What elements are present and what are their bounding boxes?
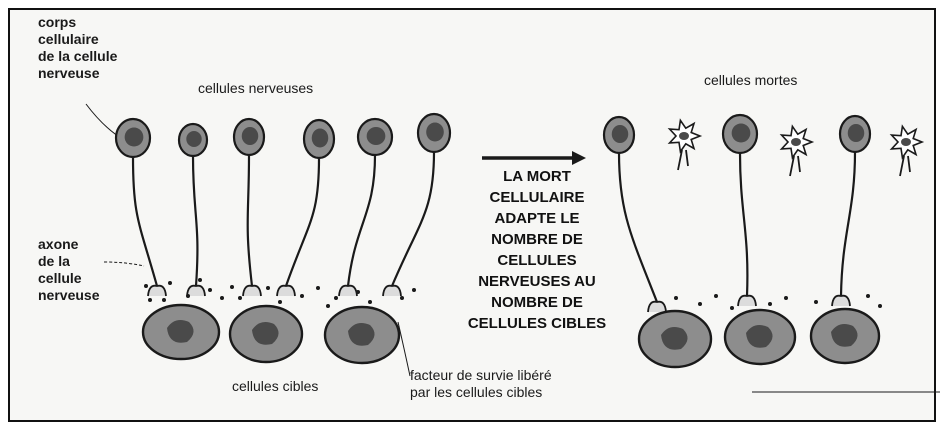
survival-factor-dot: [198, 278, 202, 282]
dead-cell-nucleus: [791, 138, 801, 146]
neuron-nucleus: [426, 123, 444, 142]
axon: [619, 153, 657, 302]
label-axone: axone de la cellule nerveuse: [38, 236, 99, 304]
survival-factor-dot: [144, 284, 148, 288]
axon: [392, 152, 434, 286]
neuron-nucleus: [312, 129, 329, 148]
axon-terminal: [148, 286, 166, 296]
label-cellules-cibles: cellules cibles: [232, 378, 318, 395]
axon: [286, 158, 319, 286]
axon: [193, 156, 197, 286]
neuron-nucleus: [848, 124, 865, 142]
survival-factor-dot: [168, 281, 172, 285]
survival-factor-dot: [768, 302, 772, 306]
survival-factor-dot: [784, 296, 788, 300]
axon-terminal: [832, 296, 850, 306]
axon-terminal: [243, 286, 261, 296]
neuron-nucleus: [367, 127, 386, 145]
survival-factor-dot: [220, 296, 224, 300]
central-caption: LA MORT CELLULAIRE ADAPTE LE NOMBRE DE C…: [452, 166, 622, 334]
leader-line-facteur: [398, 322, 410, 376]
survival-factor-dot: [730, 306, 734, 310]
neuron-nucleus: [612, 125, 629, 143]
label-cellules-mortes: cellules mortes: [704, 72, 797, 89]
dead-cell-nucleus: [901, 138, 911, 146]
survival-factor-dot: [326, 304, 330, 308]
survival-factor-dot: [266, 286, 270, 290]
survival-factor-dot: [316, 286, 320, 290]
survival-factor-dot: [878, 304, 882, 308]
survival-factor-dot: [162, 298, 166, 302]
survival-factor-dot: [412, 288, 416, 292]
survival-factor-dot: [238, 296, 242, 300]
axon-terminal: [738, 296, 756, 306]
axon-terminal: [277, 286, 295, 296]
leader-line-axone: [104, 262, 144, 266]
neuron-nucleus: [242, 127, 259, 145]
survival-factor-dot: [866, 294, 870, 298]
survival-factor-dot: [368, 300, 372, 304]
axon-terminal: [383, 286, 401, 296]
dead-cell-fragment: [678, 150, 688, 170]
axon: [348, 155, 375, 286]
label-cellules-nerveuses: cellules nerveuses: [198, 80, 313, 97]
axon-terminal: [187, 286, 205, 296]
survival-factor-dot: [334, 296, 338, 300]
axon: [133, 157, 157, 286]
label-facteur-survie: facteur de survie libéré par les cellule…: [410, 367, 552, 401]
survival-factor-dot: [208, 288, 212, 292]
survival-factor-dot: [356, 290, 360, 294]
axon-terminal: [339, 286, 357, 296]
axon: [248, 155, 252, 286]
dead-cell-fragment: [900, 156, 910, 176]
arrow-head: [572, 151, 586, 165]
survival-factor-dot: [148, 298, 152, 302]
neuron-nucleus: [125, 128, 144, 147]
survival-factor-dot: [230, 285, 234, 289]
dead-cell-nucleus: [679, 132, 689, 140]
axon: [841, 152, 855, 296]
survival-factor-dot: [698, 302, 702, 306]
survival-factor-dot: [300, 294, 304, 298]
axon: [740, 153, 747, 296]
survival-factor-dot: [674, 296, 678, 300]
survival-factor-dot: [278, 300, 282, 304]
neuron-nucleus: [186, 131, 201, 147]
dead-cell-fragment: [790, 156, 800, 176]
survival-factor-dot: [400, 296, 404, 300]
label-corps-cellulaire: corps cellulaire de la cellule nerveuse: [38, 14, 117, 82]
neuron-nucleus: [732, 124, 751, 143]
axon-terminal: [648, 302, 666, 312]
survival-factor-dot: [814, 300, 818, 304]
survival-factor-dot: [714, 294, 718, 298]
survival-factor-dot: [186, 294, 190, 298]
